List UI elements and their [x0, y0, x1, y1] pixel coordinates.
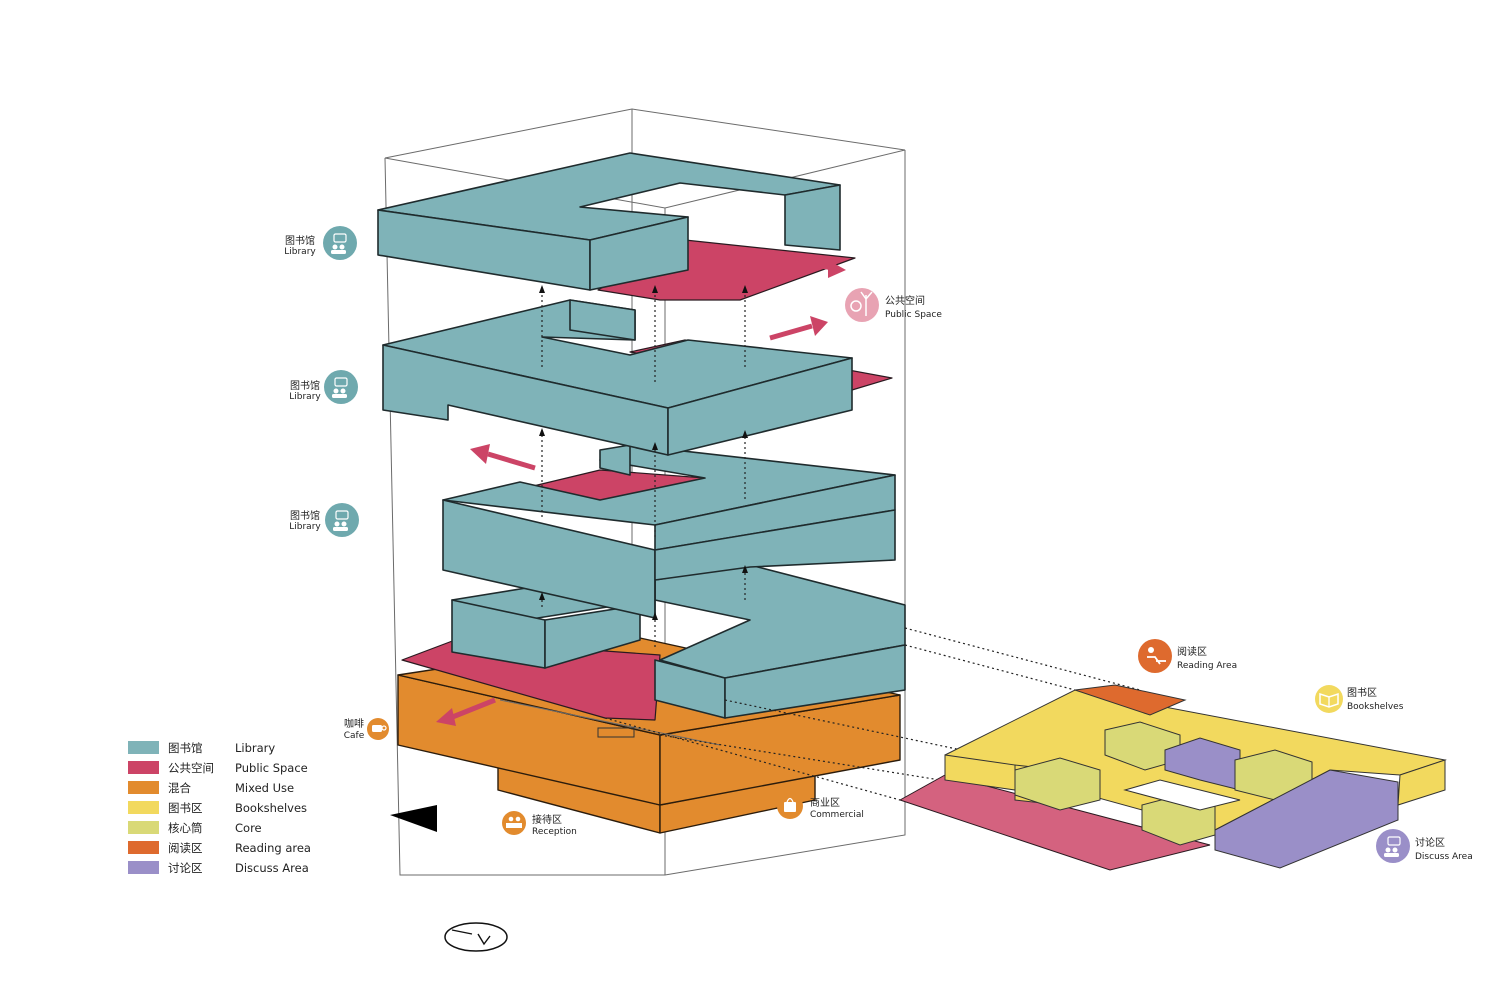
- circulation-arrow-top: [794, 260, 846, 278]
- legend-cn: 图书区: [168, 801, 203, 815]
- legend-item: 讨论区 Discuss Area: [128, 861, 309, 875]
- library-label-low: 图书馆 Library: [289, 503, 359, 537]
- legend-en: Bookshelves: [235, 801, 307, 815]
- circulation-arrow-ground: [436, 697, 496, 726]
- library-floor-2: [442, 444, 896, 619]
- open-book-icon: [1315, 685, 1343, 713]
- north-compass-icon: [444, 922, 508, 952]
- discussion-people-icon: [1376, 829, 1410, 863]
- legend-swatch: [128, 861, 159, 874]
- coffee-cup-icon: [367, 718, 389, 740]
- legend-cn: 讨论区: [168, 861, 203, 875]
- legend-swatch: [128, 821, 159, 834]
- legend-en: Mixed Use: [235, 781, 294, 795]
- svg-text:Library: Library: [289, 392, 321, 402]
- svg-text:Library: Library: [289, 522, 321, 532]
- svg-text:图书馆: 图书馆: [290, 379, 320, 392]
- circulation-arrow-mid: [470, 444, 536, 471]
- svg-text:图书馆: 图书馆: [290, 509, 320, 522]
- legend-swatch: [128, 801, 159, 814]
- projection-lines: [604, 627, 1141, 801]
- svg-text:商业区: 商业区: [810, 796, 840, 809]
- playground-icon: [845, 288, 879, 322]
- svg-text:Discuss Area: Discuss Area: [1415, 852, 1473, 862]
- svg-text:接待区: 接待区: [532, 813, 562, 826]
- legend-cn: 混合: [168, 781, 191, 795]
- svg-text:Commercial: Commercial: [810, 810, 864, 820]
- library-floor-3: [382, 299, 893, 456]
- legend-item: 图书馆 Library: [128, 741, 275, 755]
- svg-text:Library: Library: [284, 247, 316, 257]
- reader-desk-icon: [1138, 639, 1172, 673]
- legend-item: 核心筒 Core: [128, 821, 262, 835]
- legend-en: Discuss Area: [235, 861, 309, 875]
- meeting-people-icon: [324, 370, 358, 404]
- legend-cn: 公共空间: [168, 761, 214, 775]
- svg-text:公共空间: 公共空间: [885, 294, 925, 307]
- legend-en: Reading area: [235, 841, 311, 855]
- library-label-top: 图书馆 Library: [284, 226, 357, 260]
- svg-text:讨论区: 讨论区: [1415, 836, 1445, 849]
- library-floor-4: [377, 152, 856, 301]
- reception-desk-icon: [502, 811, 526, 835]
- shopping-bag-icon: [777, 793, 803, 819]
- svg-text:图书馆: 图书馆: [285, 234, 315, 247]
- legend: 图书馆 Library 公共空间 Public Space 混合 Mixed U…: [128, 741, 311, 875]
- legend-cn: 阅读区: [168, 841, 203, 855]
- legend-cn: 核心筒: [168, 821, 203, 835]
- legend-en: Public Space: [235, 761, 308, 775]
- library-label-mid: 图书馆 Library: [289, 370, 358, 404]
- legend-swatch: [128, 741, 159, 754]
- north-arrow-icon: [390, 805, 437, 832]
- svg-text:Public Space: Public Space: [885, 310, 942, 320]
- svg-text:Reception: Reception: [532, 827, 577, 837]
- vertical-circulation-lines: [539, 285, 748, 650]
- svg-text:咖啡: 咖啡: [344, 718, 364, 730]
- bookshelves-label: 图书区 Bookshelves: [1315, 685, 1404, 713]
- legend-en: Core: [235, 821, 262, 835]
- meeting-people-icon: [323, 226, 357, 260]
- floor-plan-axonometric: [898, 684, 1447, 871]
- legend-en: Library: [235, 741, 275, 755]
- meeting-people-icon: [325, 503, 359, 537]
- legend-item: 图书区 Bookshelves: [128, 801, 307, 815]
- svg-text:阅读区: 阅读区: [1177, 645, 1207, 658]
- legend-swatch: [128, 781, 159, 794]
- svg-text:Reading Area: Reading Area: [1177, 661, 1237, 671]
- legend-item: 混合 Mixed Use: [128, 781, 294, 795]
- legend-swatch: [128, 841, 159, 854]
- svg-text:Bookshelves: Bookshelves: [1347, 702, 1404, 712]
- legend-item: 公共空间 Public Space: [128, 761, 308, 775]
- commercial-label: 商业区 Commercial: [777, 793, 864, 820]
- svg-text:Cafe: Cafe: [344, 731, 365, 741]
- svg-text:图书区: 图书区: [1347, 687, 1377, 699]
- legend-cn: 图书馆: [168, 741, 203, 755]
- discuss-area-label: 讨论区 Discuss Area: [1376, 829, 1473, 863]
- legend-item: 阅读区 Reading area: [128, 841, 311, 855]
- legend-swatch: [128, 761, 159, 774]
- reception-label: 接待区 Reception: [502, 811, 577, 837]
- cafe-label: 咖啡 Cafe: [344, 718, 389, 741]
- circulation-arrow-upper: [769, 316, 828, 341]
- public-space-label: 公共空间 Public Space: [845, 288, 942, 322]
- reading-area-label: 阅读区 Reading Area: [1138, 639, 1237, 673]
